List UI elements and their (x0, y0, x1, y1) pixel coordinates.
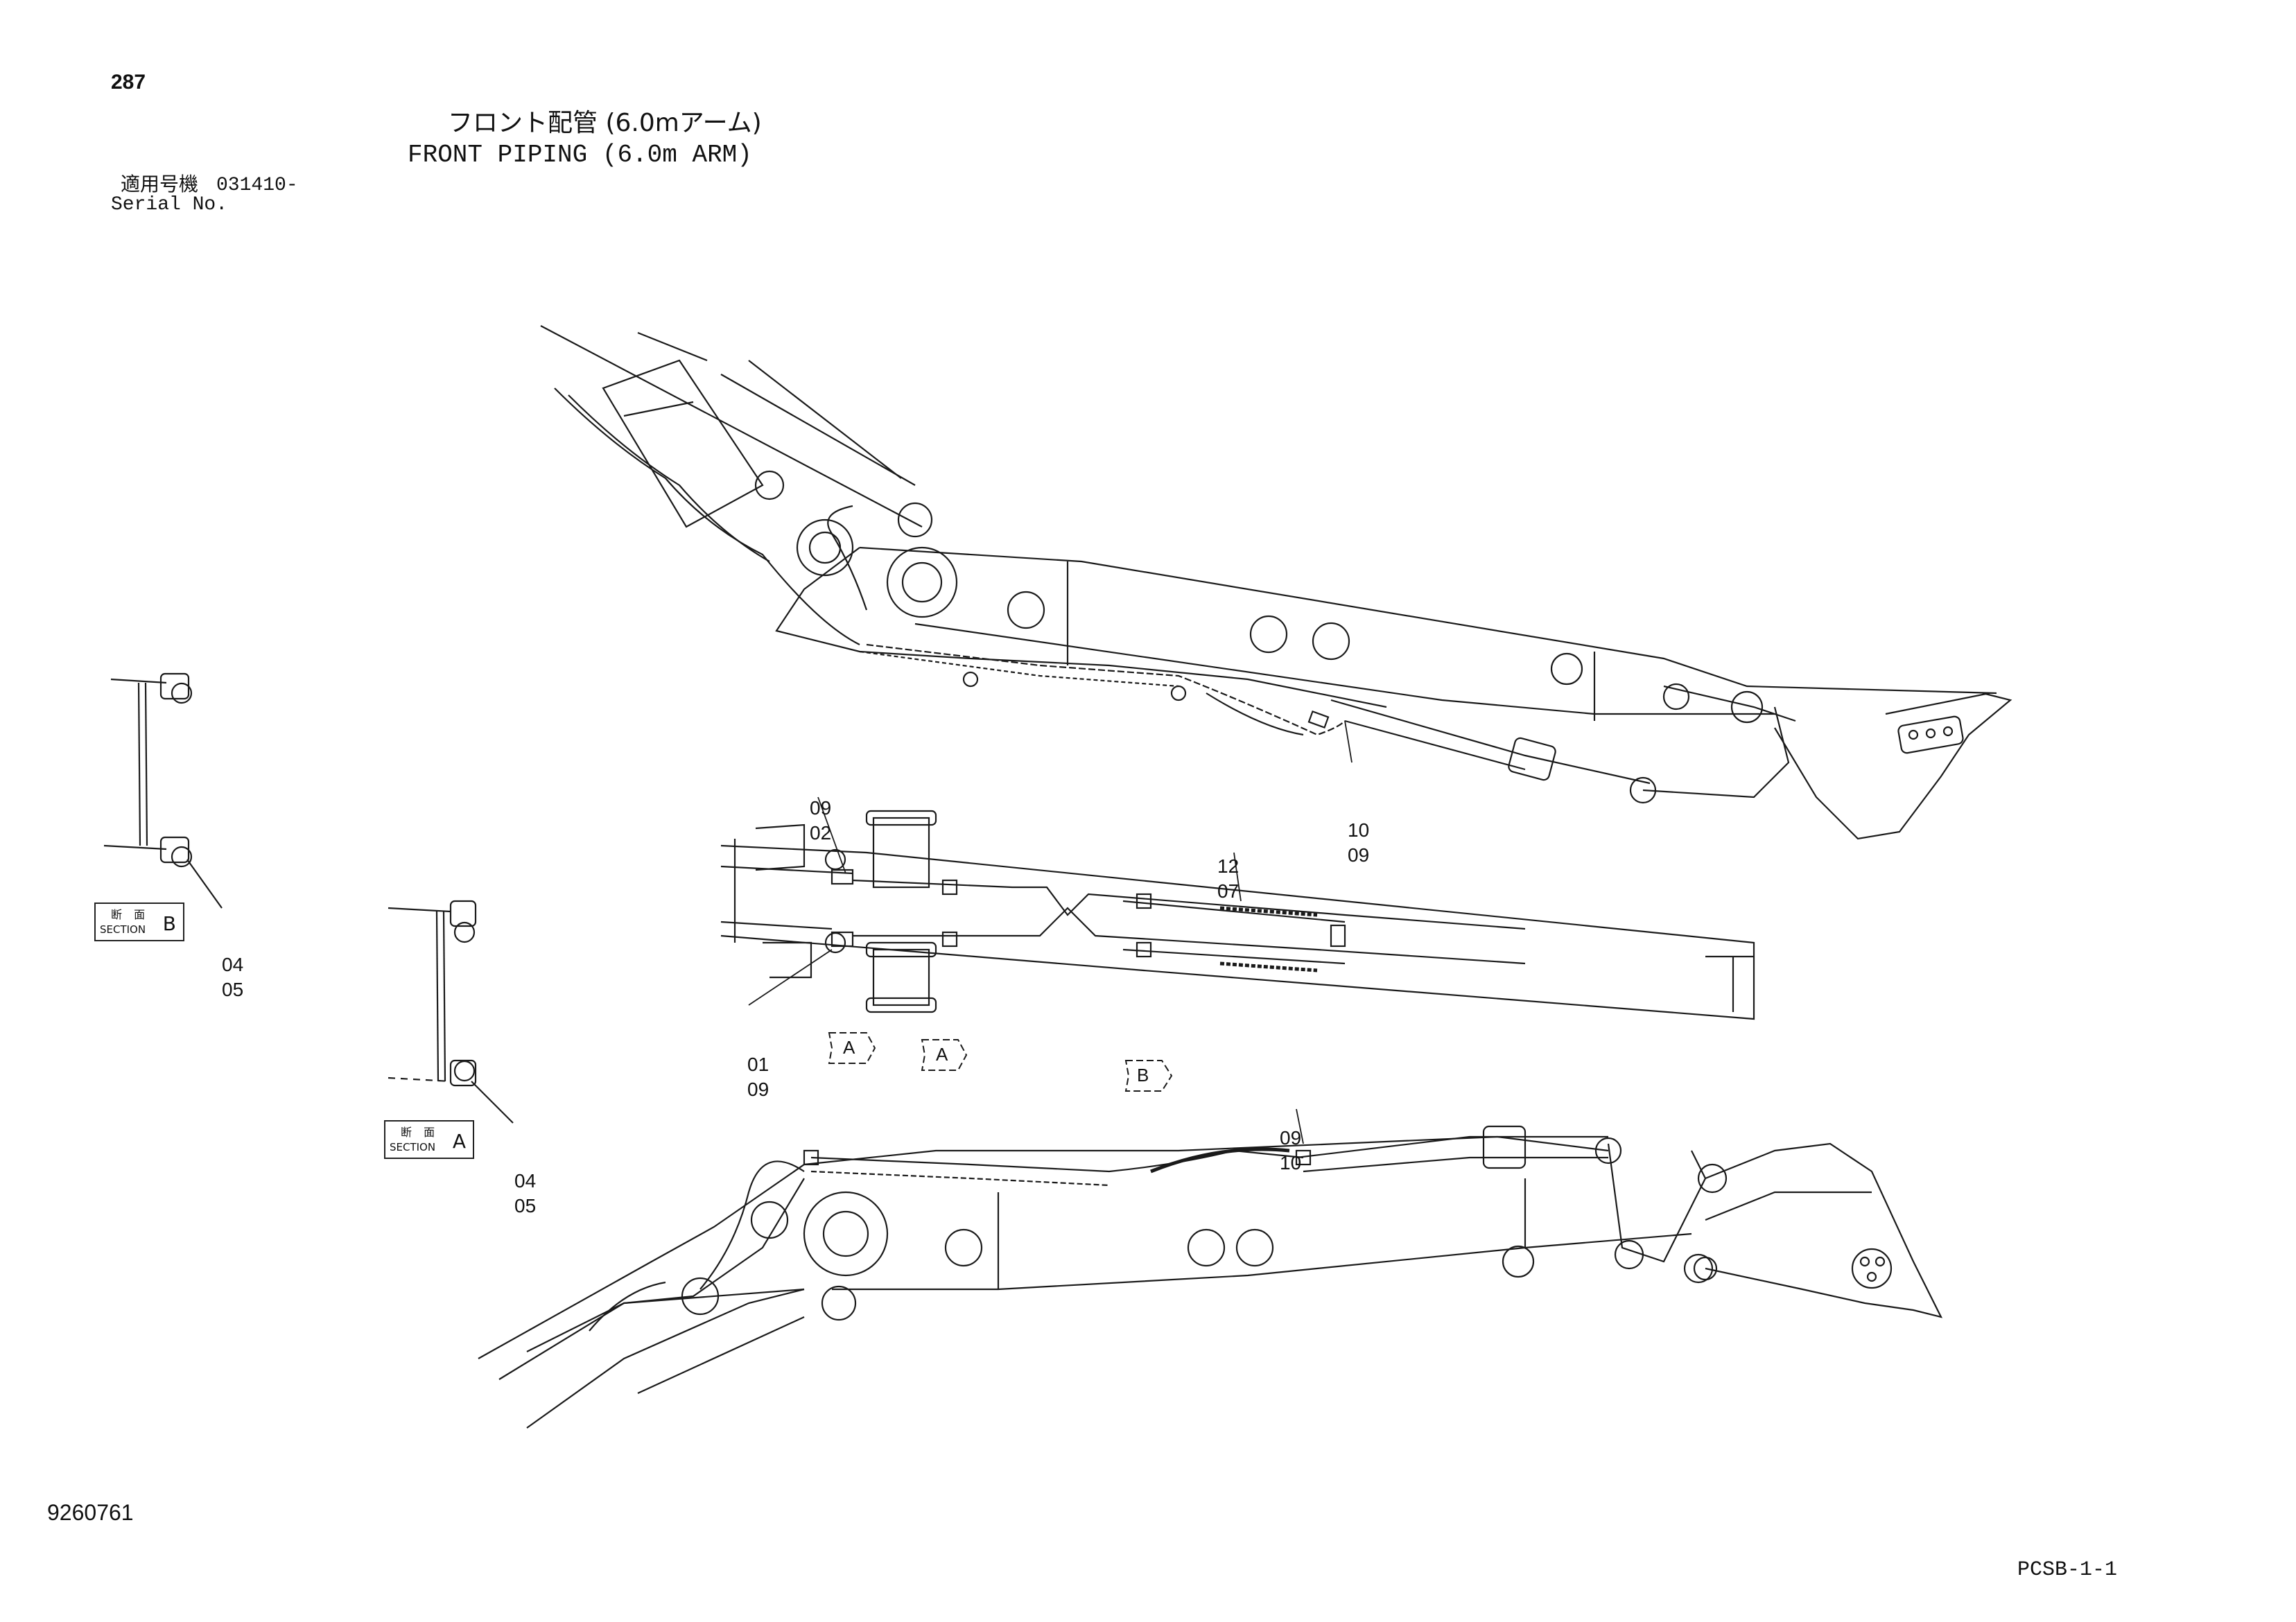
section-a-tag: 断 面 SECTION A (384, 1120, 474, 1159)
view-arrow-a-1: A (843, 1037, 855, 1058)
view-arrow-a-2: A (936, 1044, 948, 1065)
arm-plan-view (720, 810, 1755, 1020)
document-number: 9260761 (47, 1500, 134, 1525)
leader-lines (748, 720, 1353, 1144)
view-arrow-b: B (1137, 1065, 1149, 1085)
section-b-tag: 断 面 SECTION B (94, 902, 184, 941)
section-b-detail (103, 672, 223, 909)
section-b-label-jp: 断 面 (111, 908, 150, 921)
upper-arm-view (540, 325, 2012, 840)
serial-label-japanese: 適用号機 (121, 173, 199, 195)
title-japanese: フロント配管 (6.0mアーム) (448, 109, 762, 137)
lower-arm-view (478, 1125, 1943, 1429)
page-number: 287 (111, 71, 146, 94)
section-a-label-jp: 断 面 (401, 1126, 440, 1139)
serial-value: 031410- (216, 175, 298, 196)
section-a-detail (388, 900, 514, 1124)
title-english: FRONT PIPING (6.0m ARM) (408, 141, 752, 169)
section-b-label-en: SECTION (100, 923, 146, 936)
section-a-letter: A (452, 1130, 466, 1153)
section-b-letter: B (162, 912, 176, 935)
serial-label-english: Serial No. (111, 194, 228, 216)
sheet-code: PCSB-1-1 (2017, 1558, 2118, 1582)
section-a-label-en: SECTION (390, 1141, 436, 1153)
